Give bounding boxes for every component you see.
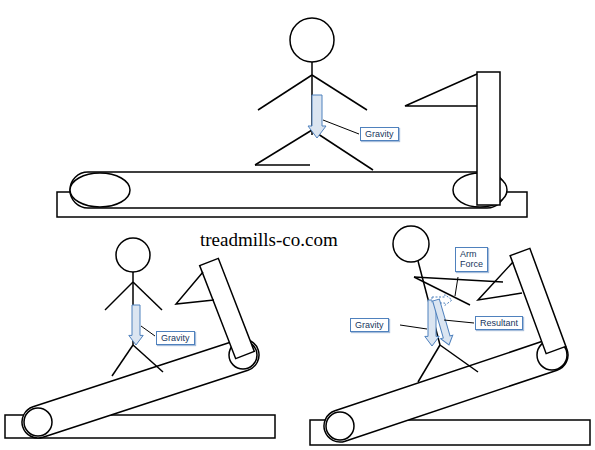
runner-head xyxy=(290,18,334,62)
callout-text: Gravity xyxy=(365,129,394,139)
treadmill-console xyxy=(510,248,566,353)
callout-box: Gravity xyxy=(350,318,389,332)
belt-roller xyxy=(24,408,52,436)
belt-roller xyxy=(70,173,130,207)
gravity-arrow xyxy=(308,95,326,138)
leader-line xyxy=(141,326,155,336)
handrail xyxy=(176,272,214,304)
treadmill-belt xyxy=(70,172,505,208)
runner-head xyxy=(116,238,150,272)
runner-leg xyxy=(112,345,133,376)
callout-text: Gravity xyxy=(355,320,384,330)
treadmill-console xyxy=(477,72,500,205)
callout-text: Gravity xyxy=(161,333,190,343)
watermark: treadmills-co.com xyxy=(200,229,338,251)
runner-arm xyxy=(414,277,470,305)
runner-arm xyxy=(105,282,133,310)
runner-arm xyxy=(258,75,312,110)
treadmill-belt xyxy=(18,335,263,442)
runner-arm xyxy=(414,277,503,282)
leader-line xyxy=(323,120,359,134)
runner-leg xyxy=(133,345,163,372)
gravity-arrow xyxy=(129,305,143,345)
callout-text: Arm Force xyxy=(460,249,483,270)
treadmill-belt xyxy=(320,335,573,447)
treadmill-console xyxy=(200,258,255,358)
resultant-arrow xyxy=(430,298,455,346)
runner-leg xyxy=(440,345,478,372)
callout-box: Gravity xyxy=(360,127,399,141)
runner-leg xyxy=(418,345,440,382)
runner-leg xyxy=(255,130,312,165)
callout-box: Resultant xyxy=(475,316,523,330)
callout-text: Resultant xyxy=(480,318,518,328)
belt-roller xyxy=(326,412,354,440)
runner-head xyxy=(393,226,429,262)
leader-line xyxy=(455,277,458,296)
callout-box: Gravity xyxy=(156,331,195,345)
leader-line xyxy=(444,320,474,323)
handrail xyxy=(405,74,477,106)
leader-line xyxy=(400,325,427,329)
runner-leg xyxy=(255,164,310,166)
callout-box: Arm Force xyxy=(455,247,488,272)
